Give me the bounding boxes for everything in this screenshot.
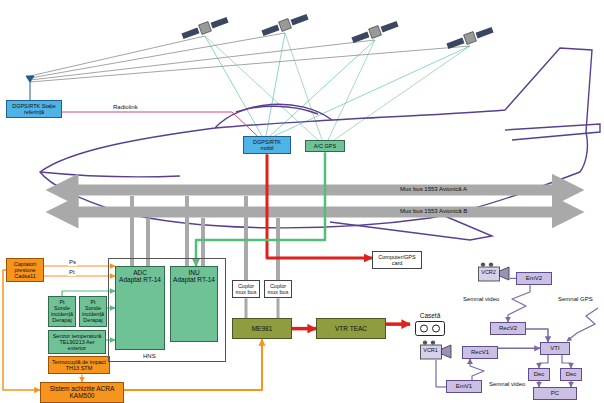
node-text: Termocuplă de impact TH13 STM	[51, 359, 107, 371]
process-box: Dec	[560, 368, 582, 381]
sensor-box: Pt Sonde incidență Derapaj	[79, 296, 107, 327]
node-text: VCR1	[420, 340, 441, 353]
camera-symbol: VCR1	[420, 340, 452, 360]
mux-bus-bands	[62, 190, 568, 212]
connector	[508, 285, 530, 322]
node-text: Adaptat RT-14	[173, 276, 215, 283]
connector	[526, 329, 548, 342]
node-text: HNS	[143, 353, 156, 360]
node-text: Cuplor mux bus	[267, 283, 289, 295]
system-group: HNSADCAdaptat RT-14INUAdaptat RT-14	[108, 258, 226, 362]
sensor-box: Termocuplă de impact TH13 STM	[48, 356, 110, 374]
connector	[292, 327, 316, 331]
node-text: ADC	[118, 269, 162, 276]
node-text: VTI	[543, 345, 567, 352]
cassette-node: Casetă	[410, 312, 450, 336]
gps-signal-zigzag	[567, 308, 598, 341]
bus-label: Mux bus 1553 Avionică A	[400, 186, 467, 193]
node-text: DGPS/RTK Stație referință	[9, 103, 59, 115]
connector-label: Radiolink	[112, 104, 139, 111]
node-text: EmV2	[519, 275, 549, 282]
connector-label: Ps	[68, 259, 77, 266]
coupler-box: Cuplor mux bus	[264, 280, 292, 298]
gps-box: A/C GPS	[305, 140, 345, 152]
process-box: EmV2	[516, 272, 552, 285]
node-text: DGPS/RTK mobil	[246, 139, 288, 151]
satellite-beams	[30, 33, 470, 140]
node-text: EmV1	[449, 383, 479, 390]
antenna	[26, 76, 34, 100]
node-text: Captatori presiune Cadsa11	[9, 261, 41, 279]
connector-label: Semnal video	[462, 296, 500, 303]
gps-receiver-box: DGPS/RTK mobil	[243, 136, 291, 154]
connector	[498, 348, 540, 350]
connector	[562, 355, 571, 368]
satellite-icons	[181, 12, 495, 51]
connector	[267, 154, 372, 258]
recorder-box: VTR TEAC	[316, 318, 386, 339]
connector	[245, 298, 248, 318]
node-text: Pt Sonde incidență Derapaj	[51, 299, 73, 324]
node-text: Cuplor mux bus	[235, 283, 257, 295]
connector	[539, 355, 548, 368]
base-station-box: DGPS/RTK Stație referință	[6, 100, 62, 118]
node-text: Casetă	[410, 312, 450, 319]
node-text: Pt Sonde incidență Derapaj	[82, 299, 104, 324]
connector	[81, 374, 82, 382]
cassette-icon	[415, 321, 445, 336]
connector	[44, 265, 115, 266]
process-box: RecV2	[490, 322, 526, 335]
connector	[3, 270, 40, 390]
connector	[277, 298, 280, 318]
camera-symbol: VCR2	[478, 262, 510, 282]
connector-label: Pt	[68, 269, 76, 276]
bus-label: Mux bus 1553 Avionică B	[400, 208, 467, 215]
node-text: RecV1	[465, 349, 495, 356]
connector	[436, 360, 446, 387]
connector	[386, 322, 410, 326]
node-text: Sistem achiziție ACRA KAM500	[43, 385, 121, 400]
node-text: ME981	[235, 325, 289, 332]
node-text: Computer/GPS card	[375, 254, 419, 266]
node-text: Dec	[531, 371, 547, 378]
process-box: Dec	[528, 368, 550, 381]
node-text: Adaptat RT-14	[118, 276, 162, 283]
sensor-box: Pt Sonde incidență Derapaj	[48, 296, 76, 327]
node-text: RecV2	[493, 325, 523, 332]
sensor-box: Captatori presiune Cadsa11	[6, 258, 44, 282]
signal-label: Semnal GPS	[558, 296, 593, 303]
process-box: RecV1	[462, 346, 498, 359]
connector	[196, 152, 325, 266]
acquisition-box: Sistem achiziție ACRA KAM500	[40, 382, 124, 403]
node-text: A/C GPS	[308, 143, 342, 149]
process-box: VTI	[540, 342, 570, 355]
sensor-box: Senzor temperatură TEL90213 Aer exterior	[48, 330, 106, 354]
aircraft-outline	[40, 48, 600, 240]
coupler-box: Cuplor mux bus	[232, 280, 260, 298]
connector	[62, 112, 257, 136]
node-text: VTR TEAC	[319, 325, 383, 332]
process-box: ADCAdaptat RT-14	[115, 266, 165, 350]
node-text: Senzor temperatură TEL90213 Aer exterior	[51, 333, 103, 351]
process-box: ME981	[232, 318, 292, 339]
connector-label: Semnal video	[488, 381, 526, 388]
node-text: PC	[536, 390, 574, 397]
process-box: PC	[533, 387, 577, 400]
process-box: EmV1	[446, 380, 482, 393]
node-text: Dec	[563, 371, 579, 378]
connector	[470, 359, 484, 380]
process-box: INUAdaptat RT-14	[170, 266, 218, 342]
computer-box: Computer/GPS card	[372, 251, 422, 269]
node-text: VCR2	[478, 262, 499, 275]
node-text: INU	[173, 269, 215, 276]
connector	[44, 275, 115, 276]
